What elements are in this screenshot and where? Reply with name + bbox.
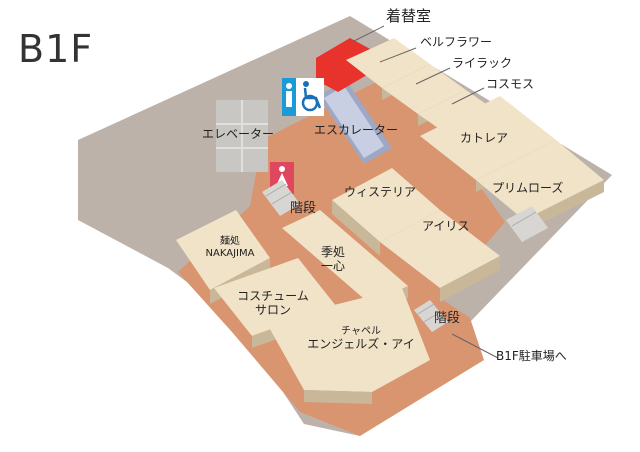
- escalator-label: エスカレーター: [314, 123, 399, 137]
- fitting-room-label: 着替室: [386, 7, 432, 25]
- primrose-block[interactable]: [476, 140, 604, 232]
- stairs-block-3[interactable]: [506, 206, 548, 242]
- costume-label: コスチューム サロン: [228, 289, 318, 318]
- kisetsu-label: 季処 一心: [308, 245, 358, 274]
- chapel-label: チャペル エンジェルズ・アイ: [296, 326, 426, 351]
- elevator-block[interactable]: [216, 100, 268, 172]
- male-restroom-icon: [282, 78, 296, 116]
- costume-label-line1: コスチューム: [237, 289, 309, 303]
- chapel-label-line2: エンジェルズ・アイ: [307, 336, 415, 351]
- elevator-label: エレベーター: [202, 127, 275, 141]
- cosmos-label: コスモス: [486, 77, 535, 91]
- primrose-label: プリムローズ: [492, 181, 564, 195]
- leader-lilac: [415, 67, 451, 85]
- kisetsu-label-line2: 一心: [320, 258, 345, 273]
- leader-cosmos: [451, 87, 485, 105]
- wisteria-block[interactable]: [332, 168, 440, 256]
- kisetsu-label-line1: 季処: [320, 245, 345, 259]
- wheelchair-icon: [296, 78, 324, 116]
- costume-label-line2: サロン: [254, 302, 291, 317]
- chapel-block[interactable]: [266, 288, 430, 404]
- floor-title: B1F: [18, 27, 94, 71]
- escalator-block[interactable]: [318, 80, 392, 164]
- stairs-label-2: 階段: [434, 311, 461, 326]
- leader-fitting-room: [351, 25, 385, 43]
- leader-bellflower: [379, 47, 417, 63]
- iris-block[interactable]: [380, 210, 500, 302]
- stairs-label-1: 階段: [290, 201, 317, 216]
- noodle-label-line2: NAKAJIMA: [205, 247, 255, 259]
- chapel-label-line1: チャペル: [341, 326, 381, 337]
- stairs-block-1[interactable]: [262, 180, 300, 216]
- lilac-label: ライラック: [452, 56, 513, 70]
- iris-label: アイリス: [422, 219, 470, 233]
- bellflower-label: ベルフラワー: [420, 35, 493, 49]
- parking-label: B1F駐車場へ: [496, 349, 567, 363]
- cattleya-label: カトレア: [460, 131, 509, 145]
- noodle-label-line1: 麺処: [220, 236, 240, 247]
- wisteria-label: ウィステリア: [344, 185, 417, 199]
- leader-parking: [451, 333, 499, 359]
- stairs-block-2[interactable]: [414, 300, 448, 332]
- fitting-room-block[interactable]: [316, 38, 372, 92]
- noodle-label: 麺処 NAKAJIMA: [198, 236, 262, 259]
